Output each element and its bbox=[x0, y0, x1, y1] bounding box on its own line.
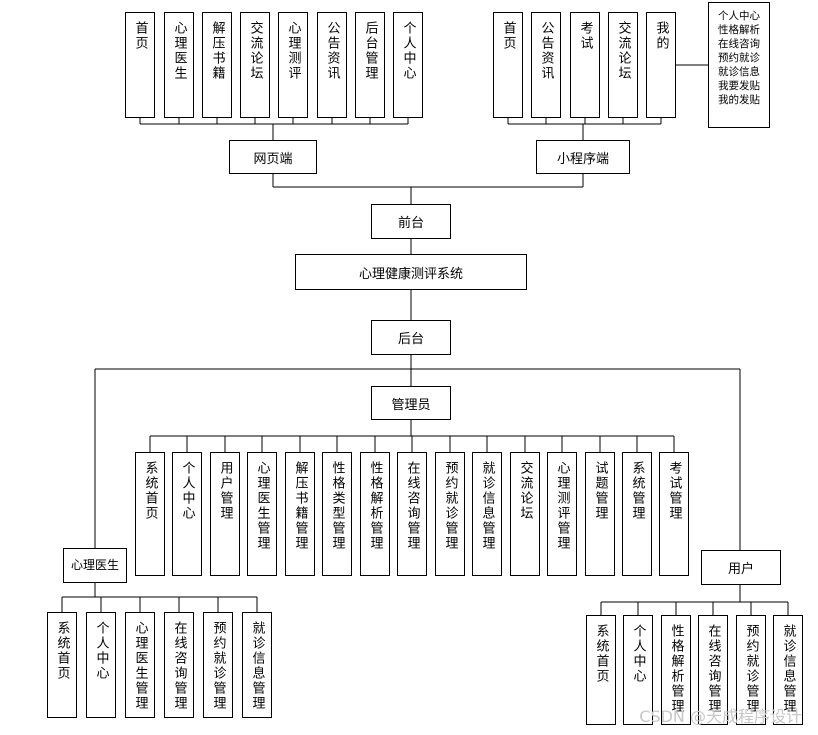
admin-module: 交流论坛 bbox=[510, 452, 540, 576]
node-label: 心理医生管理 bbox=[254, 461, 270, 551]
web-module-news: 公告资讯 bbox=[317, 12, 347, 118]
admin-module: 考试管理 bbox=[659, 452, 689, 576]
node-label: 在线咨询管理 bbox=[404, 461, 420, 551]
node-label: 系统首页 bbox=[54, 621, 70, 681]
admin-module: 在线咨询管理 bbox=[397, 452, 427, 576]
admin-module: 性格解析管理 bbox=[360, 452, 390, 576]
user-node: 用户 bbox=[701, 550, 781, 585]
node-label: 预约就诊管理 bbox=[442, 461, 458, 551]
user-module: 在线咨询管理 bbox=[698, 615, 728, 725]
node-label: 系统首页 bbox=[593, 624, 609, 684]
node-label: 交流论坛 bbox=[247, 21, 263, 81]
doctor-module: 心理医生管理 bbox=[125, 612, 155, 718]
mine-subitem: 我的发贴 bbox=[718, 94, 760, 106]
node-label: 我的 bbox=[653, 21, 669, 51]
backend-node: 后台 bbox=[371, 320, 451, 355]
web-module-assessment: 心理测评 bbox=[278, 12, 308, 118]
system-root-node: 心理健康测评系统 bbox=[295, 254, 527, 290]
node-label: 交流论坛 bbox=[517, 461, 533, 521]
node-label: 心理测评管理 bbox=[554, 461, 570, 551]
node-label: 个人中心 bbox=[630, 624, 646, 684]
doctor-module: 预约就诊管理 bbox=[203, 612, 233, 718]
node-label: 就诊信息管理 bbox=[479, 461, 495, 551]
mine-subitem: 在线咨询 bbox=[718, 38, 760, 50]
node-label: 在线咨询管理 bbox=[171, 621, 187, 711]
node-label: 心理测评 bbox=[285, 21, 301, 81]
web-module-home: 首页 bbox=[125, 12, 155, 118]
node-label: 心理医生 bbox=[171, 21, 187, 81]
web-module-books: 解压书籍 bbox=[202, 12, 232, 118]
node-label: 个人中心 bbox=[400, 21, 416, 81]
node-label: 就诊信息管理 bbox=[780, 624, 796, 714]
admin-module: 系统管理 bbox=[622, 452, 652, 576]
mini-module-news: 公告资讯 bbox=[531, 12, 561, 118]
admin-module: 试题管理 bbox=[585, 452, 615, 576]
mini-program-node: 小程序端 bbox=[536, 140, 630, 174]
web-node: 网页端 bbox=[229, 140, 317, 174]
node-label: 系统管理 bbox=[629, 461, 645, 521]
frontend-node: 前台 bbox=[371, 204, 451, 239]
doctor-module: 在线咨询管理 bbox=[164, 612, 194, 718]
admin-module: 预约就诊管理 bbox=[435, 452, 465, 576]
node-label: 考试 bbox=[577, 21, 593, 51]
admin-module: 性格类型管理 bbox=[322, 452, 352, 576]
admin-module: 心理医生管理 bbox=[247, 452, 277, 576]
node-label: 个人中心 bbox=[93, 621, 109, 681]
mini-module-mine: 我的 bbox=[646, 12, 676, 118]
node-label: 个人中心 bbox=[179, 461, 195, 521]
mini-module-home: 首页 bbox=[493, 12, 523, 118]
node-label: 就诊信息管理 bbox=[249, 621, 265, 711]
node-label: 后台管理 bbox=[362, 21, 378, 81]
node-label: 心理医生管理 bbox=[132, 621, 148, 711]
user-module: 系统首页 bbox=[586, 615, 616, 725]
admin-module: 就诊信息管理 bbox=[472, 452, 502, 576]
node-label: 系统首页 bbox=[142, 461, 158, 521]
node-label: 公告资讯 bbox=[324, 21, 340, 81]
node-label: 用户管理 bbox=[217, 461, 233, 521]
doctor-node: 心理医生 bbox=[63, 548, 127, 583]
mine-subitem: 预约就诊 bbox=[718, 52, 760, 64]
watermark: CSDN @天成程序设计 bbox=[639, 707, 802, 726]
mine-subitems-note: 个人中心 性格解析 在线咨询 预约就诊 就诊信息 我要发贴 我的发贴 bbox=[708, 2, 770, 128]
admin-module: 心理测评管理 bbox=[547, 452, 577, 576]
node-label: 性格解析管理 bbox=[668, 624, 684, 714]
node-label: 预约就诊管理 bbox=[210, 621, 226, 711]
mini-module-exam: 考试 bbox=[570, 12, 600, 118]
doctor-module: 个人中心 bbox=[86, 612, 116, 718]
node-label: 公告资讯 bbox=[538, 21, 554, 81]
user-module: 性格解析管理 bbox=[661, 615, 691, 725]
node-label: 考试管理 bbox=[666, 461, 682, 521]
node-label: 解压书籍管理 bbox=[292, 461, 308, 551]
node-label: 性格类型管理 bbox=[329, 461, 345, 551]
admin-node: 管理员 bbox=[371, 386, 451, 420]
node-label: 预约就诊管理 bbox=[743, 624, 759, 714]
web-module-doctor: 心理医生 bbox=[164, 12, 194, 118]
mine-subitem: 个人中心 bbox=[718, 10, 760, 22]
mini-module-forum: 交流论坛 bbox=[608, 12, 638, 118]
mine-subitem: 性格解析 bbox=[718, 24, 760, 36]
user-module: 就诊信息管理 bbox=[773, 615, 803, 725]
user-module: 个人中心 bbox=[623, 615, 653, 725]
user-module: 预约就诊管理 bbox=[736, 615, 766, 725]
node-label: 首页 bbox=[500, 21, 516, 51]
admin-module: 个人中心 bbox=[172, 452, 202, 576]
mine-subitem: 我要发贴 bbox=[718, 80, 760, 92]
node-label: 解压书籍 bbox=[209, 21, 225, 81]
web-module-forum: 交流论坛 bbox=[240, 12, 270, 118]
admin-module: 用户管理 bbox=[210, 452, 240, 576]
web-module-profile: 个人中心 bbox=[393, 12, 423, 118]
node-label: 首页 bbox=[132, 21, 148, 51]
doctor-module: 系统首页 bbox=[47, 612, 77, 718]
node-label: 在线咨询管理 bbox=[705, 624, 721, 714]
node-label: 交流论坛 bbox=[615, 21, 631, 81]
mine-subitem: 就诊信息 bbox=[718, 66, 760, 78]
admin-module: 解压书籍管理 bbox=[285, 452, 315, 576]
admin-module: 系统首页 bbox=[135, 452, 165, 576]
web-module-backend: 后台管理 bbox=[355, 12, 385, 118]
doctor-module: 就诊信息管理 bbox=[242, 612, 272, 718]
node-label: 性格解析管理 bbox=[367, 461, 383, 551]
node-label: 试题管理 bbox=[592, 461, 608, 521]
